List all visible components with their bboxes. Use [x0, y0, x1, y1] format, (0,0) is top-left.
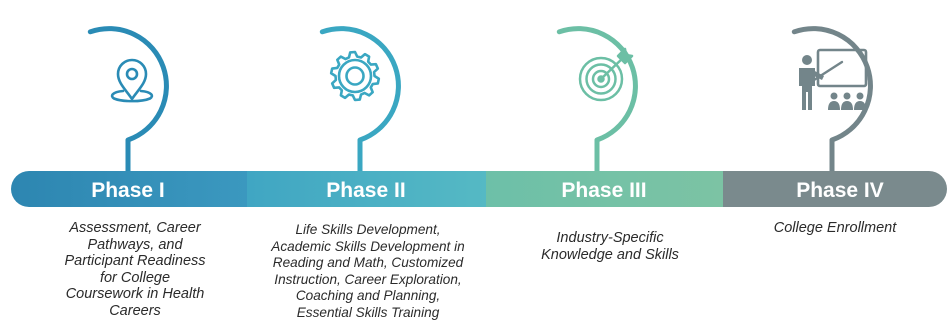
phase-2-badge — [319, 26, 401, 172]
description-line: for College — [99, 269, 171, 286]
phase-2-segment — [247, 171, 486, 207]
description-line: College Enrollment — [773, 220, 897, 236]
phase-3-arc — [556, 26, 638, 143]
description-line: Assessment, Career — [69, 220, 201, 236]
description-line: Coursework in Health — [65, 286, 205, 302]
phase-1-description: Assessment, Career Pathways, and Partici… — [15, 220, 255, 319]
phase-4-badge — [791, 26, 873, 172]
description-line: Knowledge and Skills — [541, 246, 679, 263]
phase-4-description: College Enrollment — [715, 220, 948, 237]
gear-icon — [329, 50, 381, 102]
description-line: Academic Skills Development in — [271, 238, 465, 254]
phase-1-segment — [11, 171, 247, 207]
target-icon — [578, 47, 634, 102]
phase-1-label: Phase I — [91, 179, 165, 202]
phase-4-label: Phase IV — [796, 179, 884, 202]
description-line: Careers — [109, 302, 161, 319]
map-pin-icon — [110, 58, 154, 103]
description-line: Life Skills Development, — [295, 222, 441, 237]
phase-2-arc — [319, 26, 401, 143]
phase-3-badge — [556, 26, 638, 172]
phase-3-segment — [486, 171, 723, 207]
description-line: Pathways, and — [87, 236, 183, 253]
description-line: Participant Readiness — [64, 253, 206, 269]
description-line: Reading and Math, Customized — [272, 255, 464, 270]
description-line: Industry-Specific — [556, 230, 664, 246]
phase-1-badge — [87, 26, 169, 172]
phase-2-description: Life Skills Development, Academic Skills… — [243, 222, 493, 321]
phase-bar: Phase I Phase II Phase III Phase IV — [11, 171, 947, 207]
phase-2-label: Phase II — [326, 179, 405, 202]
phase-1-arc — [87, 26, 169, 143]
description-line: Instruction, Career Exploration, — [274, 271, 462, 287]
phase-3-label: Phase III — [561, 179, 646, 202]
presentation-icon — [799, 48, 868, 110]
description-line: Coaching and Planning, — [295, 288, 441, 303]
phase-4-segment — [723, 171, 947, 207]
phase-3-description: Industry-Specific Knowledge and Skills — [490, 230, 730, 263]
description-line: Essential Skills Training — [296, 304, 440, 320]
